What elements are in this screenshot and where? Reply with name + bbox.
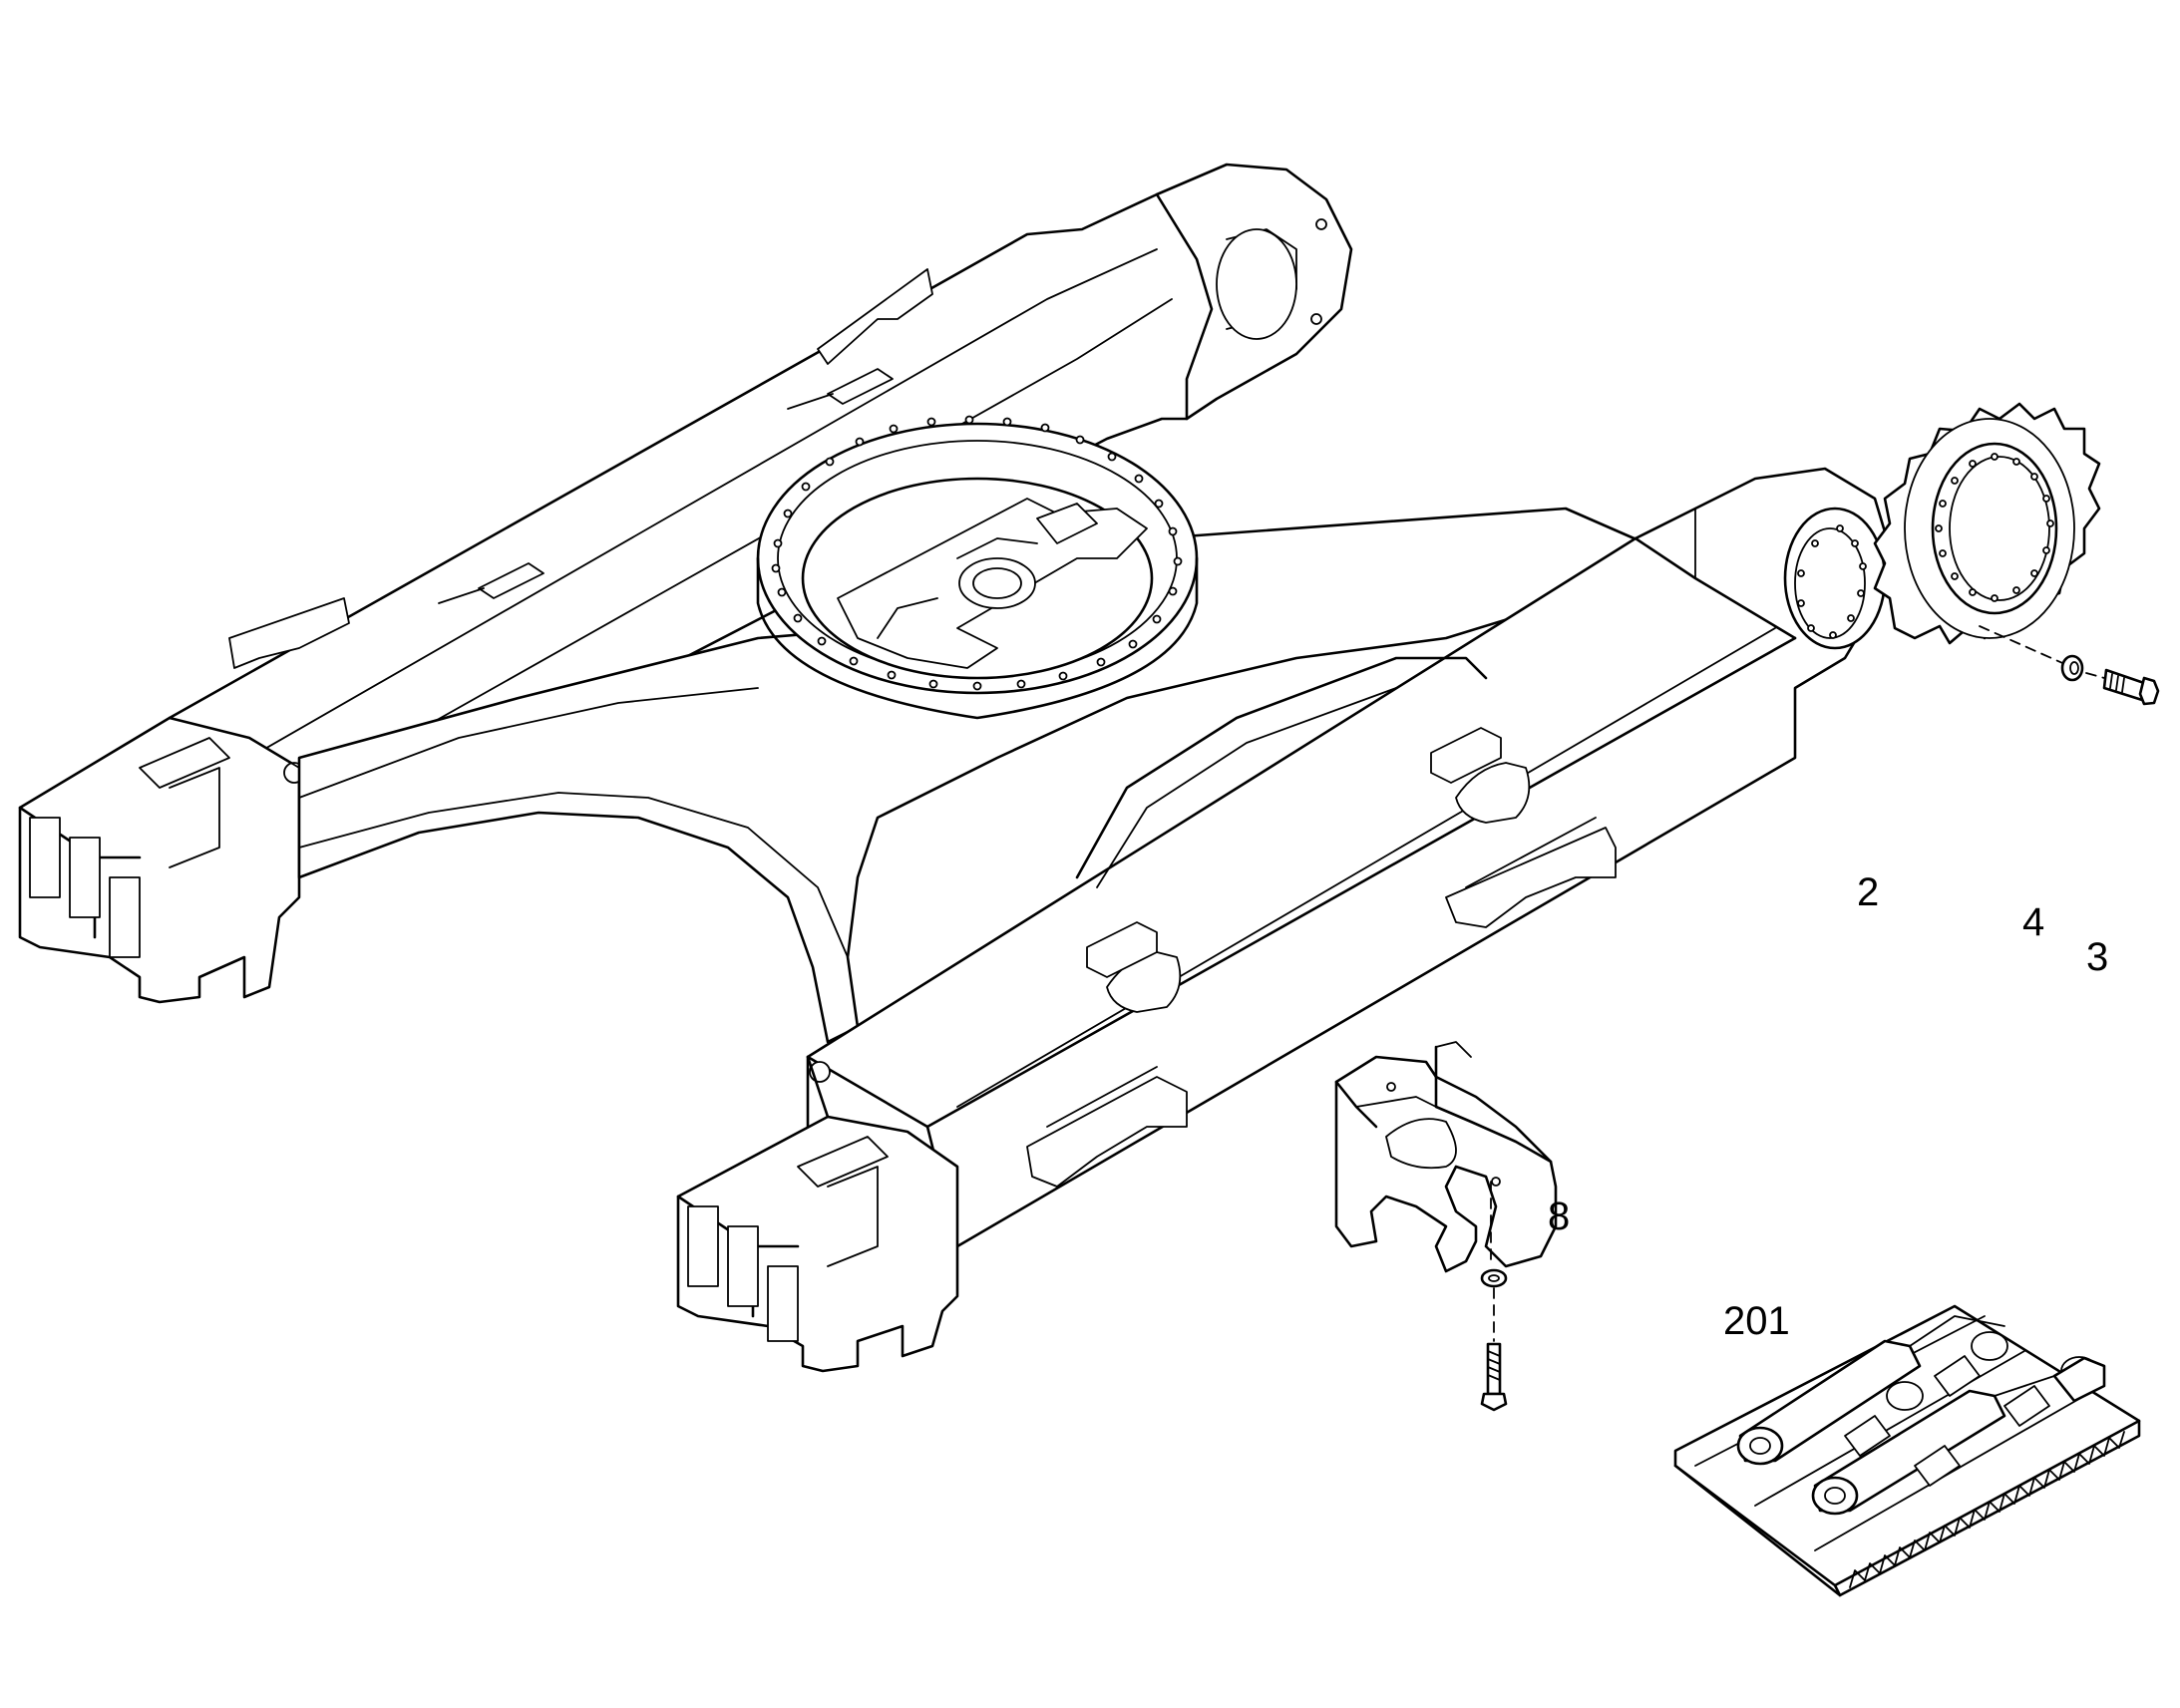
callout-sprocket: 2 xyxy=(1857,870,1880,914)
upper-side-frame xyxy=(168,163,1353,859)
callout-washer: 4 xyxy=(2022,900,2045,944)
callout-roller-guard: 8 xyxy=(1548,1195,1571,1238)
slewing-ring xyxy=(756,415,1199,720)
callout-track-chain: 201 xyxy=(1723,1299,1790,1343)
track-links xyxy=(1736,1315,2106,1516)
washer xyxy=(2060,654,2105,682)
bolt xyxy=(2102,668,2160,706)
sprocket xyxy=(1873,402,2101,667)
undercarriage-frame xyxy=(18,163,1892,1373)
roller-guard-washer xyxy=(1480,1268,1508,1342)
sprocket-bolt-holes xyxy=(1935,453,2054,602)
callout-bolt: 3 xyxy=(2086,935,2109,979)
lower-side-frame xyxy=(806,467,1892,1248)
idler-bolt-holes xyxy=(1797,524,1867,639)
roller-guard xyxy=(1334,1041,1558,1273)
lower-front-end xyxy=(676,1055,959,1373)
roller-guard-bolt xyxy=(1480,1342,1508,1412)
ring-bolt-holes xyxy=(771,415,1183,691)
upper-front-end xyxy=(18,716,305,1004)
track-chain xyxy=(1673,1304,2141,1597)
